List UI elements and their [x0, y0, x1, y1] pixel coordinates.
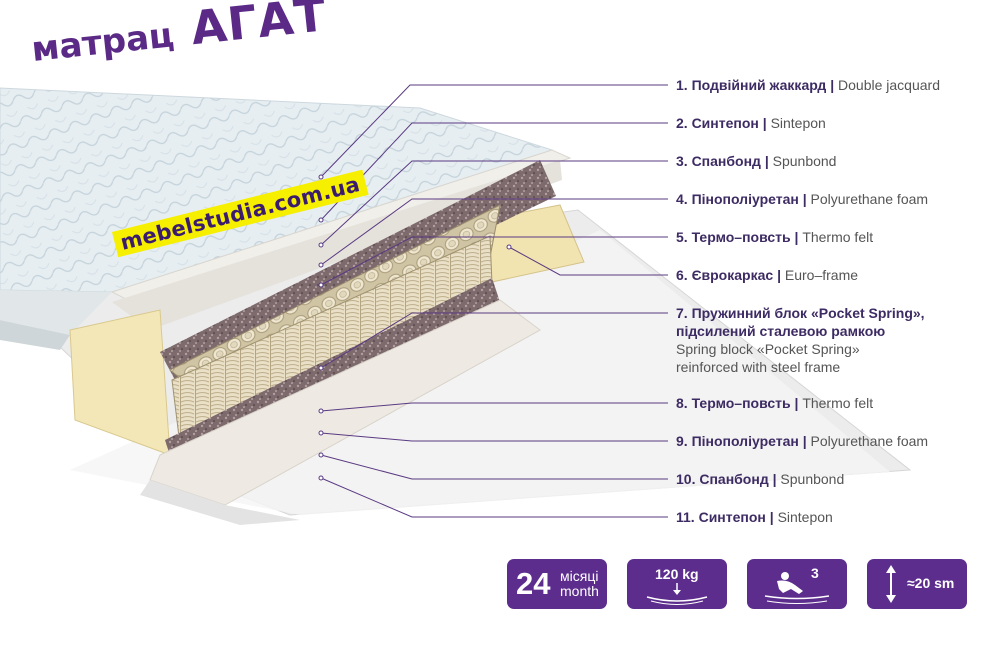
person-lying-icon	[764, 572, 830, 604]
lower-layers	[149, 299, 541, 506]
layer-label-1: 1. Подвійний жаккард | Double jacquard	[676, 77, 940, 93]
leader-4	[320, 198, 668, 266]
leader-8	[320, 402, 668, 412]
leader-9	[320, 432, 668, 442]
load-text: 120 kg	[655, 566, 699, 582]
leader-11	[320, 477, 668, 518]
leader-1	[320, 84, 668, 178]
layer-label-2: 2. Синтепон | Sintepon	[676, 115, 826, 131]
layer-label-9: 9. Пінополіуретан | Polyurethane foam	[676, 433, 929, 449]
warranty-number: 24	[516, 566, 551, 601]
warranty-badge: 24 місяці month	[507, 559, 607, 609]
height-arrows-icon	[886, 565, 896, 603]
leader-3	[320, 160, 668, 246]
firmness-badge: 3	[747, 559, 847, 609]
weight-arrow-icon	[646, 583, 708, 605]
leader-dots	[318, 174, 512, 481]
warranty-unit-en: month	[560, 583, 599, 599]
warranty-unit-ua: місяці	[560, 568, 599, 584]
layer-label-11: 11. Синтепон | Sintepon	[676, 509, 833, 525]
layer-label-8: 8. Термо–повсть | Thermo felt	[676, 395, 874, 411]
height-text: ≈20 sm	[907, 575, 955, 591]
layer-label-5: 5. Термо–повсть | Thermo felt	[676, 229, 874, 245]
mattress-side-panel	[0, 290, 112, 335]
layer-label-10: 10. Спанбонд | Spunbond	[676, 471, 845, 487]
firmness-text: 3	[811, 565, 819, 581]
foam-block-left	[69, 309, 171, 456]
leader-10	[320, 454, 668, 480]
leader-7	[320, 312, 668, 369]
height-badge: ≈20 sm	[867, 559, 967, 609]
layer-label-4: 4. Пінополіуретан | Polyurethane foam	[676, 191, 929, 207]
layer-label-7: 7. Пружинний блок «Pocket Spring», підси…	[676, 305, 925, 375]
layer-label-3: 3. Спанбонд | Spunbond	[676, 153, 837, 169]
load-badge: 120 kg	[627, 559, 727, 609]
leader-6	[508, 246, 668, 276]
polyurethane-top	[112, 160, 562, 330]
leader-5	[320, 236, 668, 286]
layer-label-6: 6. Єврокаркас | Euro–frame	[676, 267, 859, 283]
